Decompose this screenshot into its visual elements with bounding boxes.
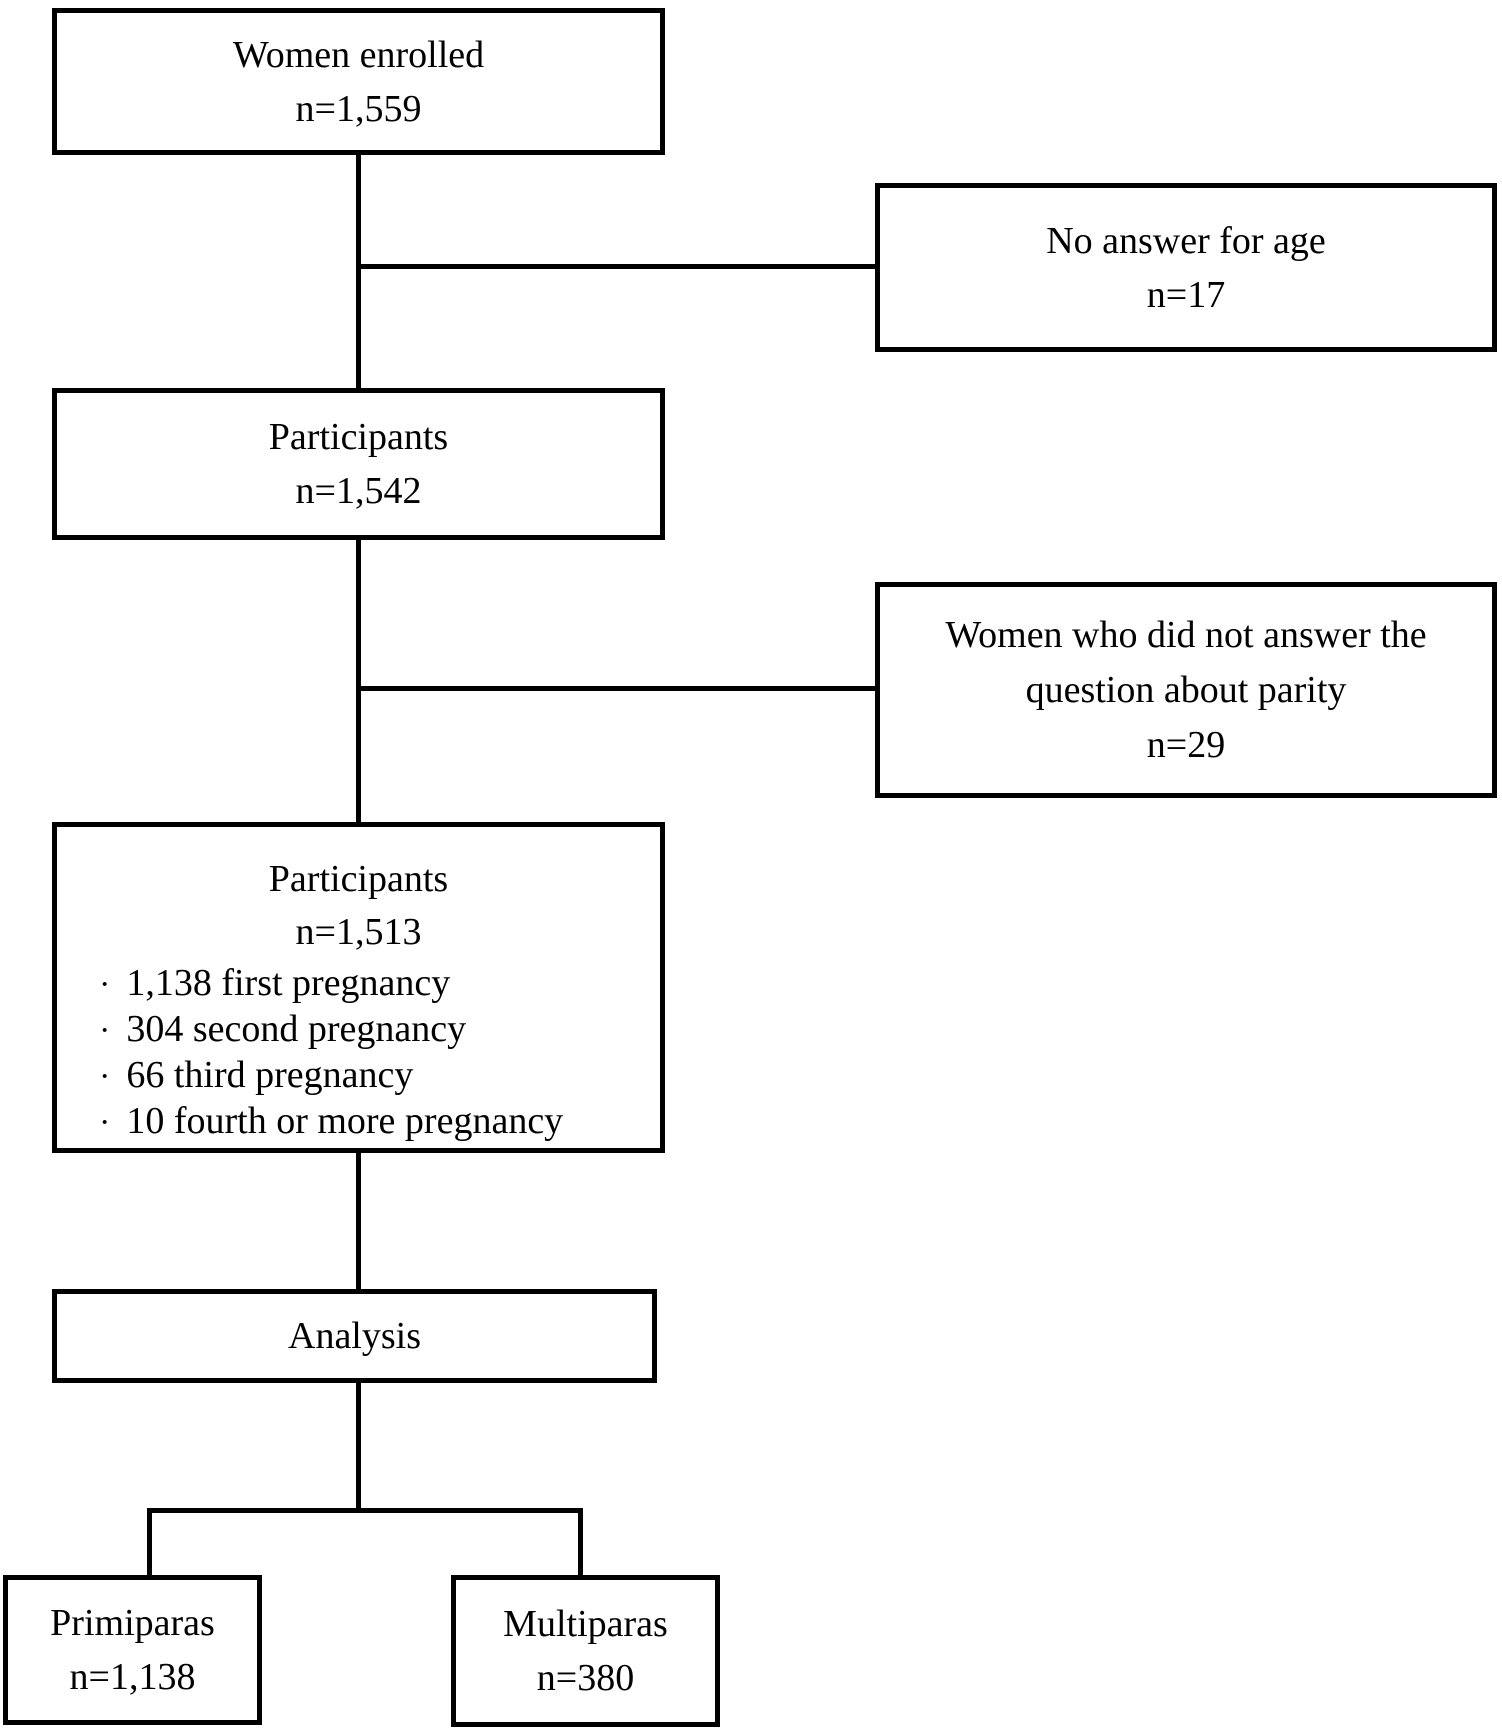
connector-branch-no-answer-age [356,264,877,269]
connector-participants1542-to-participants1513 [356,537,361,827]
bullet-dot-icon: · [99,966,111,1003]
list-item-text: 10 fourth or more pregnancy [126,1100,564,1142]
bullet-dot-icon: · [99,1058,111,1095]
split-drop-primiparas [147,1508,152,1578]
box-count: n=380 [536,1657,635,1699]
box-text-line1: Women who did not answer the [945,613,1427,656]
box-count: n=17 [1146,273,1226,316]
bullet-dot-icon: · [99,1012,111,1049]
box-no-answer-parity: Women who did not answer the question ab… [875,582,1497,798]
split-horizontal-line [147,1508,583,1513]
box-count: n=29 [1146,723,1226,766]
list-item-text: 304 second pregnancy [126,1008,467,1050]
box-text-line2: question about parity [1025,668,1347,711]
parity-breakdown-list: · 1,138 first pregnancy · 304 second pre… [57,961,660,1145]
box-title: Primiparas [50,1602,215,1644]
box-title: Women enrolled [232,33,485,76]
box-analysis: Analysis [52,1289,657,1383]
box-title: No answer for age [1046,219,1326,262]
box-women-enrolled: Women enrolled n=1,559 [52,8,665,155]
list-item: · 304 second pregnancy [99,1007,660,1053]
list-item: · 66 third pregnancy [99,1053,660,1099]
box-count: n=1,559 [295,87,422,130]
box-title: Analysis [288,1315,421,1357]
connector-enrolled-to-participants [356,150,361,393]
box-participants-1513: Participants n=1,513 · 1,138 first pregn… [52,822,665,1153]
box-multiparas: Multiparas n=380 [451,1575,720,1727]
box-no-answer-age: No answer for age n=17 [875,183,1497,352]
box-count: n=1,138 [69,1656,196,1698]
list-item-text: 1,138 first pregnancy [126,962,451,1004]
box-participants-1542: Participants n=1,542 [52,388,665,540]
connector-participants1513-to-analysis [356,1150,361,1293]
connector-branch-no-answer-parity [356,686,877,691]
box-primiparas: Primiparas n=1,138 [3,1575,262,1725]
list-item: · 10 fourth or more pregnancy [99,1099,660,1145]
list-item-text: 66 third pregnancy [126,1054,414,1096]
box-title: Participants [268,858,449,900]
list-item: · 1,138 first pregnancy [99,961,660,1007]
box-count: n=1,542 [295,470,422,512]
box-count: n=1,513 [295,911,422,953]
connector-analysis-to-split [356,1380,361,1513]
box-title: Multiparas [503,1603,668,1645]
box-title: Participants [268,416,449,458]
bullet-dot-icon: · [99,1104,111,1141]
split-drop-multiparas [578,1508,583,1578]
